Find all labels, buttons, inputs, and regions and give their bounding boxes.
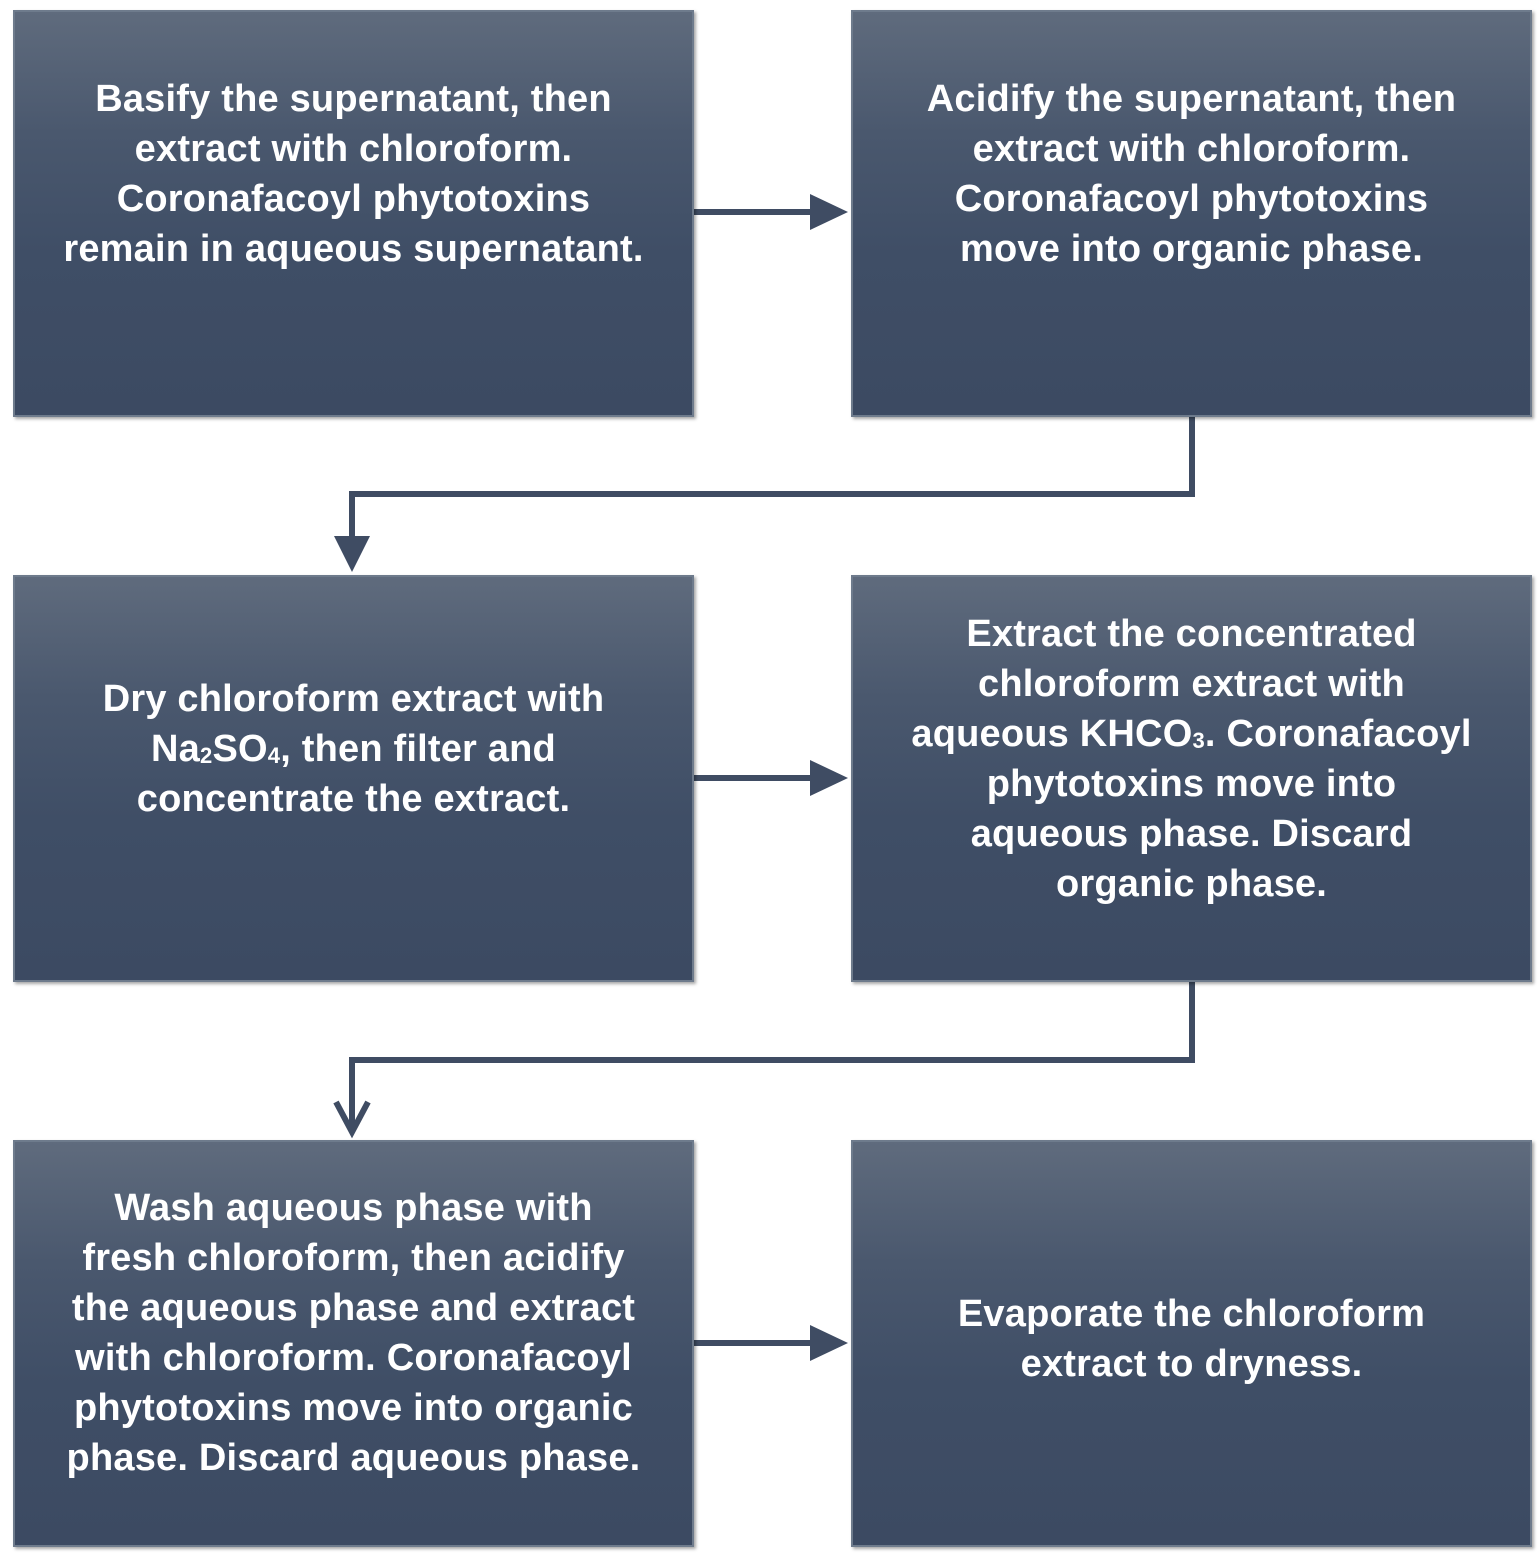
step-4-box: Extract the concentrated chloroform extr… [851,575,1532,982]
arrow-step3-to-step4 [694,760,848,796]
step-1-text: Basify the supernatant, then extract wit… [63,77,644,270]
step-1-box: Basify the supernatant, then extract wit… [13,10,694,417]
arrow-step2-to-step3 [334,417,1195,572]
step-3-box: Dry chloroform extract with Na2SO4, then… [13,575,694,982]
arrow-step1-to-step2 [694,194,848,230]
step-5-box: Wash aqueous phase with fresh chloroform… [13,1140,694,1547]
step-3-text: Dry chloroform extract with Na2SO4, then… [102,677,605,820]
arrow-step4-to-step5 [333,982,1195,1139]
step-2-box: Acidify the supernatant, then extract wi… [851,10,1532,417]
step-4-text: Extract the concentrated chloroform extr… [911,612,1472,905]
step-6-text: Evaporate the chloroform extract to dryn… [957,1292,1426,1385]
arrow-step5-to-step6 [694,1325,848,1361]
step-2-text: Acidify the supernatant, then extract wi… [926,77,1457,270]
step-5-text: Wash aqueous phase with fresh chloroform… [66,1186,641,1479]
step-6-box: Evaporate the chloroform extract to dryn… [851,1140,1532,1547]
